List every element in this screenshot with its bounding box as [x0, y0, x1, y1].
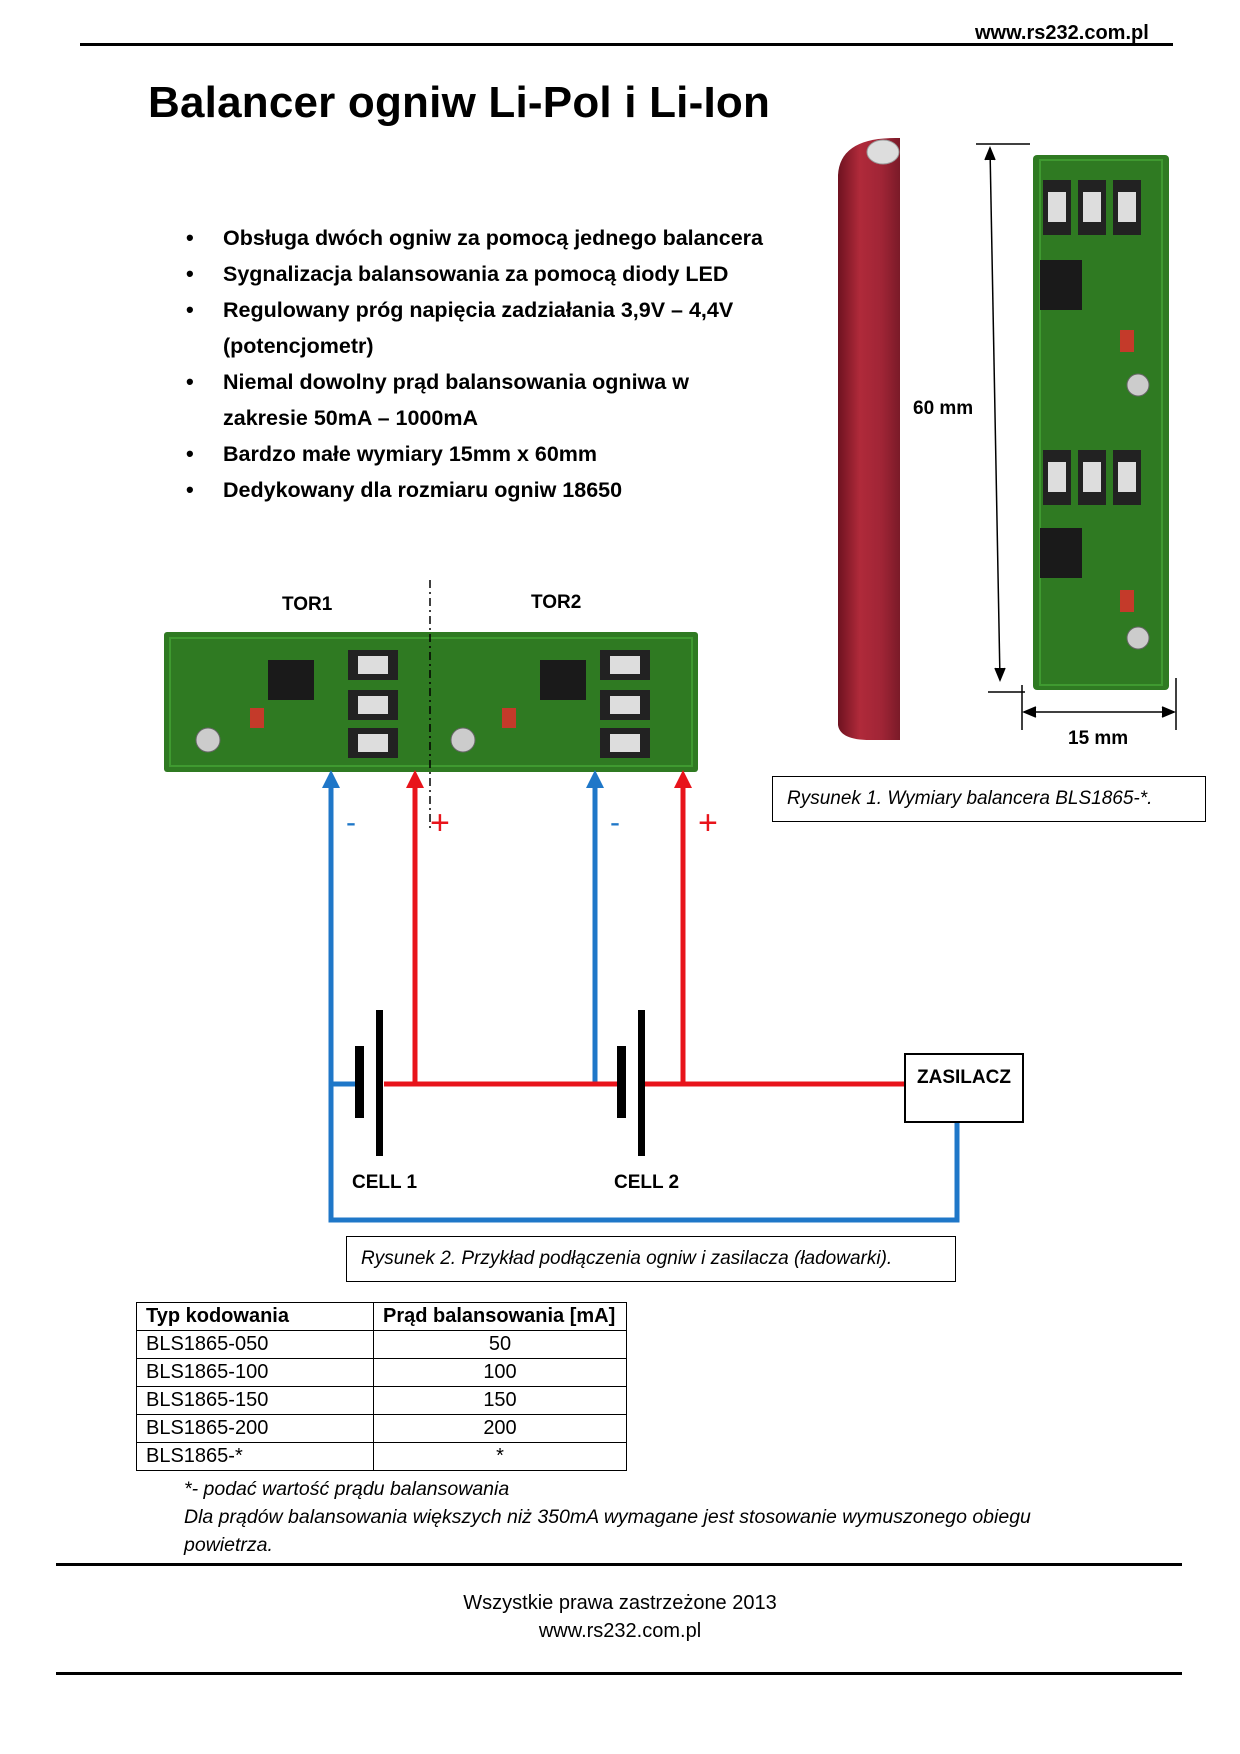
feature-item: •Niemal dowolny prąd balansowania ogniwa… — [186, 369, 689, 430]
tor2-plus-label: + — [698, 804, 718, 842]
feature-item: •Sygnalizacja balansowania za pomocą dio… — [186, 261, 729, 286]
note-airflow-line2: powietrza. — [184, 1534, 273, 1556]
feature-item: •Obsługa dwóch ogniw za pomocą jednego b… — [186, 225, 763, 250]
cell-1-symbol — [355, 1010, 383, 1156]
footer-rights: Wszystkie prawa zastrzeżone 2013 — [463, 1592, 777, 1614]
cell2-label: CELL 2 — [614, 1172, 680, 1193]
footer-rule-top — [56, 1563, 1182, 1566]
dimension-width-label: 15 mm — [1068, 728, 1129, 749]
balancer-pcb-vertical — [1033, 155, 1169, 690]
figure1-caption: Rysunek 1. Wymiary balancera BLS1865-*. — [772, 776, 1206, 822]
note-airflow-line1: Dla prądów balansowania większych niż 35… — [184, 1506, 1031, 1528]
feature-item: •Dedykowany dla rozmiaru ogniw 18650 — [186, 477, 623, 502]
power-supply-box: ZASILACZ — [904, 1053, 1024, 1123]
table-row: BLS1865-050 50 — [136, 1330, 627, 1359]
table-header-row: Typ kodowania Prąd balansowania [mA] — [136, 1302, 627, 1331]
tor2-label: TOR2 — [531, 592, 582, 613]
battery-18650-image — [838, 138, 900, 740]
balancer-pcb-horizontal — [164, 632, 698, 772]
tor1-plus-label: + — [430, 804, 450, 842]
header-rule — [80, 43, 1173, 46]
header-url[interactable]: www.rs232.com.pl — [975, 22, 1149, 44]
footer-url[interactable]: www.rs232.com.pl — [538, 1620, 702, 1642]
cell1-label: CELL 1 — [352, 1172, 418, 1193]
tor2-minus-label: - — [610, 806, 620, 839]
table-row: BLS1865-150 150 — [136, 1386, 627, 1415]
table-row: BLS1865-100 100 — [136, 1358, 627, 1387]
table-header-type: Typ kodowania — [136, 1302, 374, 1331]
dimension-lines — [976, 143, 1177, 730]
note-asterisk: *- podać wartość prądu balansowania — [184, 1478, 510, 1500]
tor1-minus-label: - — [346, 806, 356, 839]
wiring — [328, 780, 960, 1223]
dimension-height-label: 60 mm — [913, 398, 974, 419]
page-title: Balancer ogniw Li-Pol i Li-Ion — [148, 78, 771, 127]
feature-item: •Bardzo małe wymiary 15mm x 60mm — [186, 441, 598, 466]
table-header-current: Prąd balansowania [mA] — [373, 1302, 627, 1331]
table-row: BLS1865-* * — [136, 1442, 627, 1471]
tor1-label: TOR1 — [282, 594, 333, 615]
figure2-caption: Rysunek 2. Przykład podłączenia ogniw i … — [346, 1236, 956, 1282]
feature-item: •Regulowany próg napięcia zadziałania 3,… — [186, 297, 734, 358]
feature-list: •Obsługa dwóch ogniw za pomocą jednego b… — [186, 220, 826, 508]
footer-rule-bottom — [56, 1672, 1182, 1675]
cell-2-symbol — [617, 1010, 645, 1156]
table-row: BLS1865-200 200 — [136, 1414, 627, 1443]
wire-arrows — [322, 770, 692, 788]
coding-table: Typ kodowania Prąd balansowania [mA] BLS… — [136, 1302, 627, 1471]
